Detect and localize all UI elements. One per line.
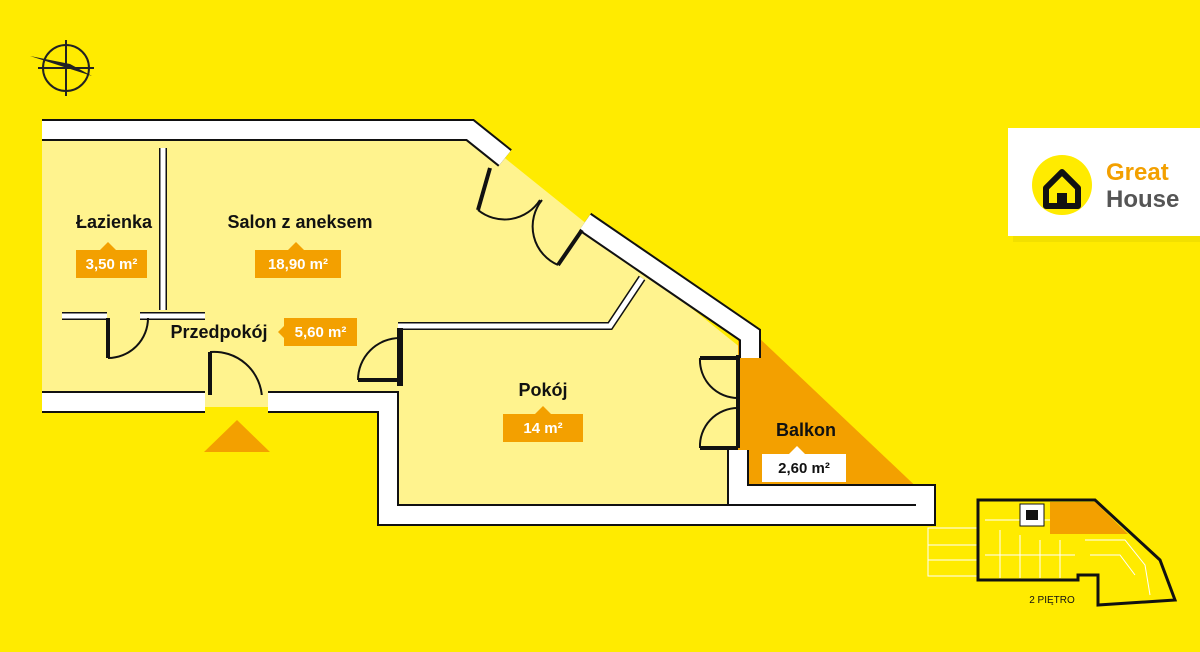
room-living: Salon z aneksem 18,90 m² — [227, 212, 373, 278]
floor-label: 2 PIĘTRO — [1029, 595, 1075, 606]
room-bathroom: Łazienka 3,50 m² — [76, 212, 153, 278]
entrance-arrow-icon — [204, 420, 270, 452]
room-area: 14 m² — [523, 420, 562, 437]
doors — [106, 167, 739, 450]
room-name: Balkon — [776, 420, 836, 440]
brand-line2: House — [1106, 186, 1179, 213]
room-name: Pokój — [518, 380, 567, 400]
room-name: Przedpokój — [170, 322, 267, 342]
room-area: 5,60 m² — [295, 324, 347, 341]
room-name: Łazienka — [76, 212, 153, 232]
interior-walls — [62, 148, 740, 448]
compass-icon — [30, 40, 94, 96]
room-hall: Przedpokój 5,60 m² — [170, 318, 357, 346]
room-balcony: Balkon 2,60 m² — [762, 420, 846, 482]
house-logo-icon — [1032, 155, 1092, 215]
brand-logo: Great House — [1008, 128, 1200, 242]
room-area: 18,90 m² — [268, 256, 328, 273]
room-area: 2,60 m² — [778, 460, 830, 477]
balcony-area — [738, 318, 925, 495]
building-key-plan: 2 PIĘTRO — [927, 498, 1178, 607]
room-bedroom: Pokój 14 m² — [503, 380, 583, 442]
room-name: Salon z aneksem — [227, 212, 372, 232]
brand-line1: Great — [1106, 159, 1169, 186]
room-area: 3,50 m² — [86, 256, 138, 273]
